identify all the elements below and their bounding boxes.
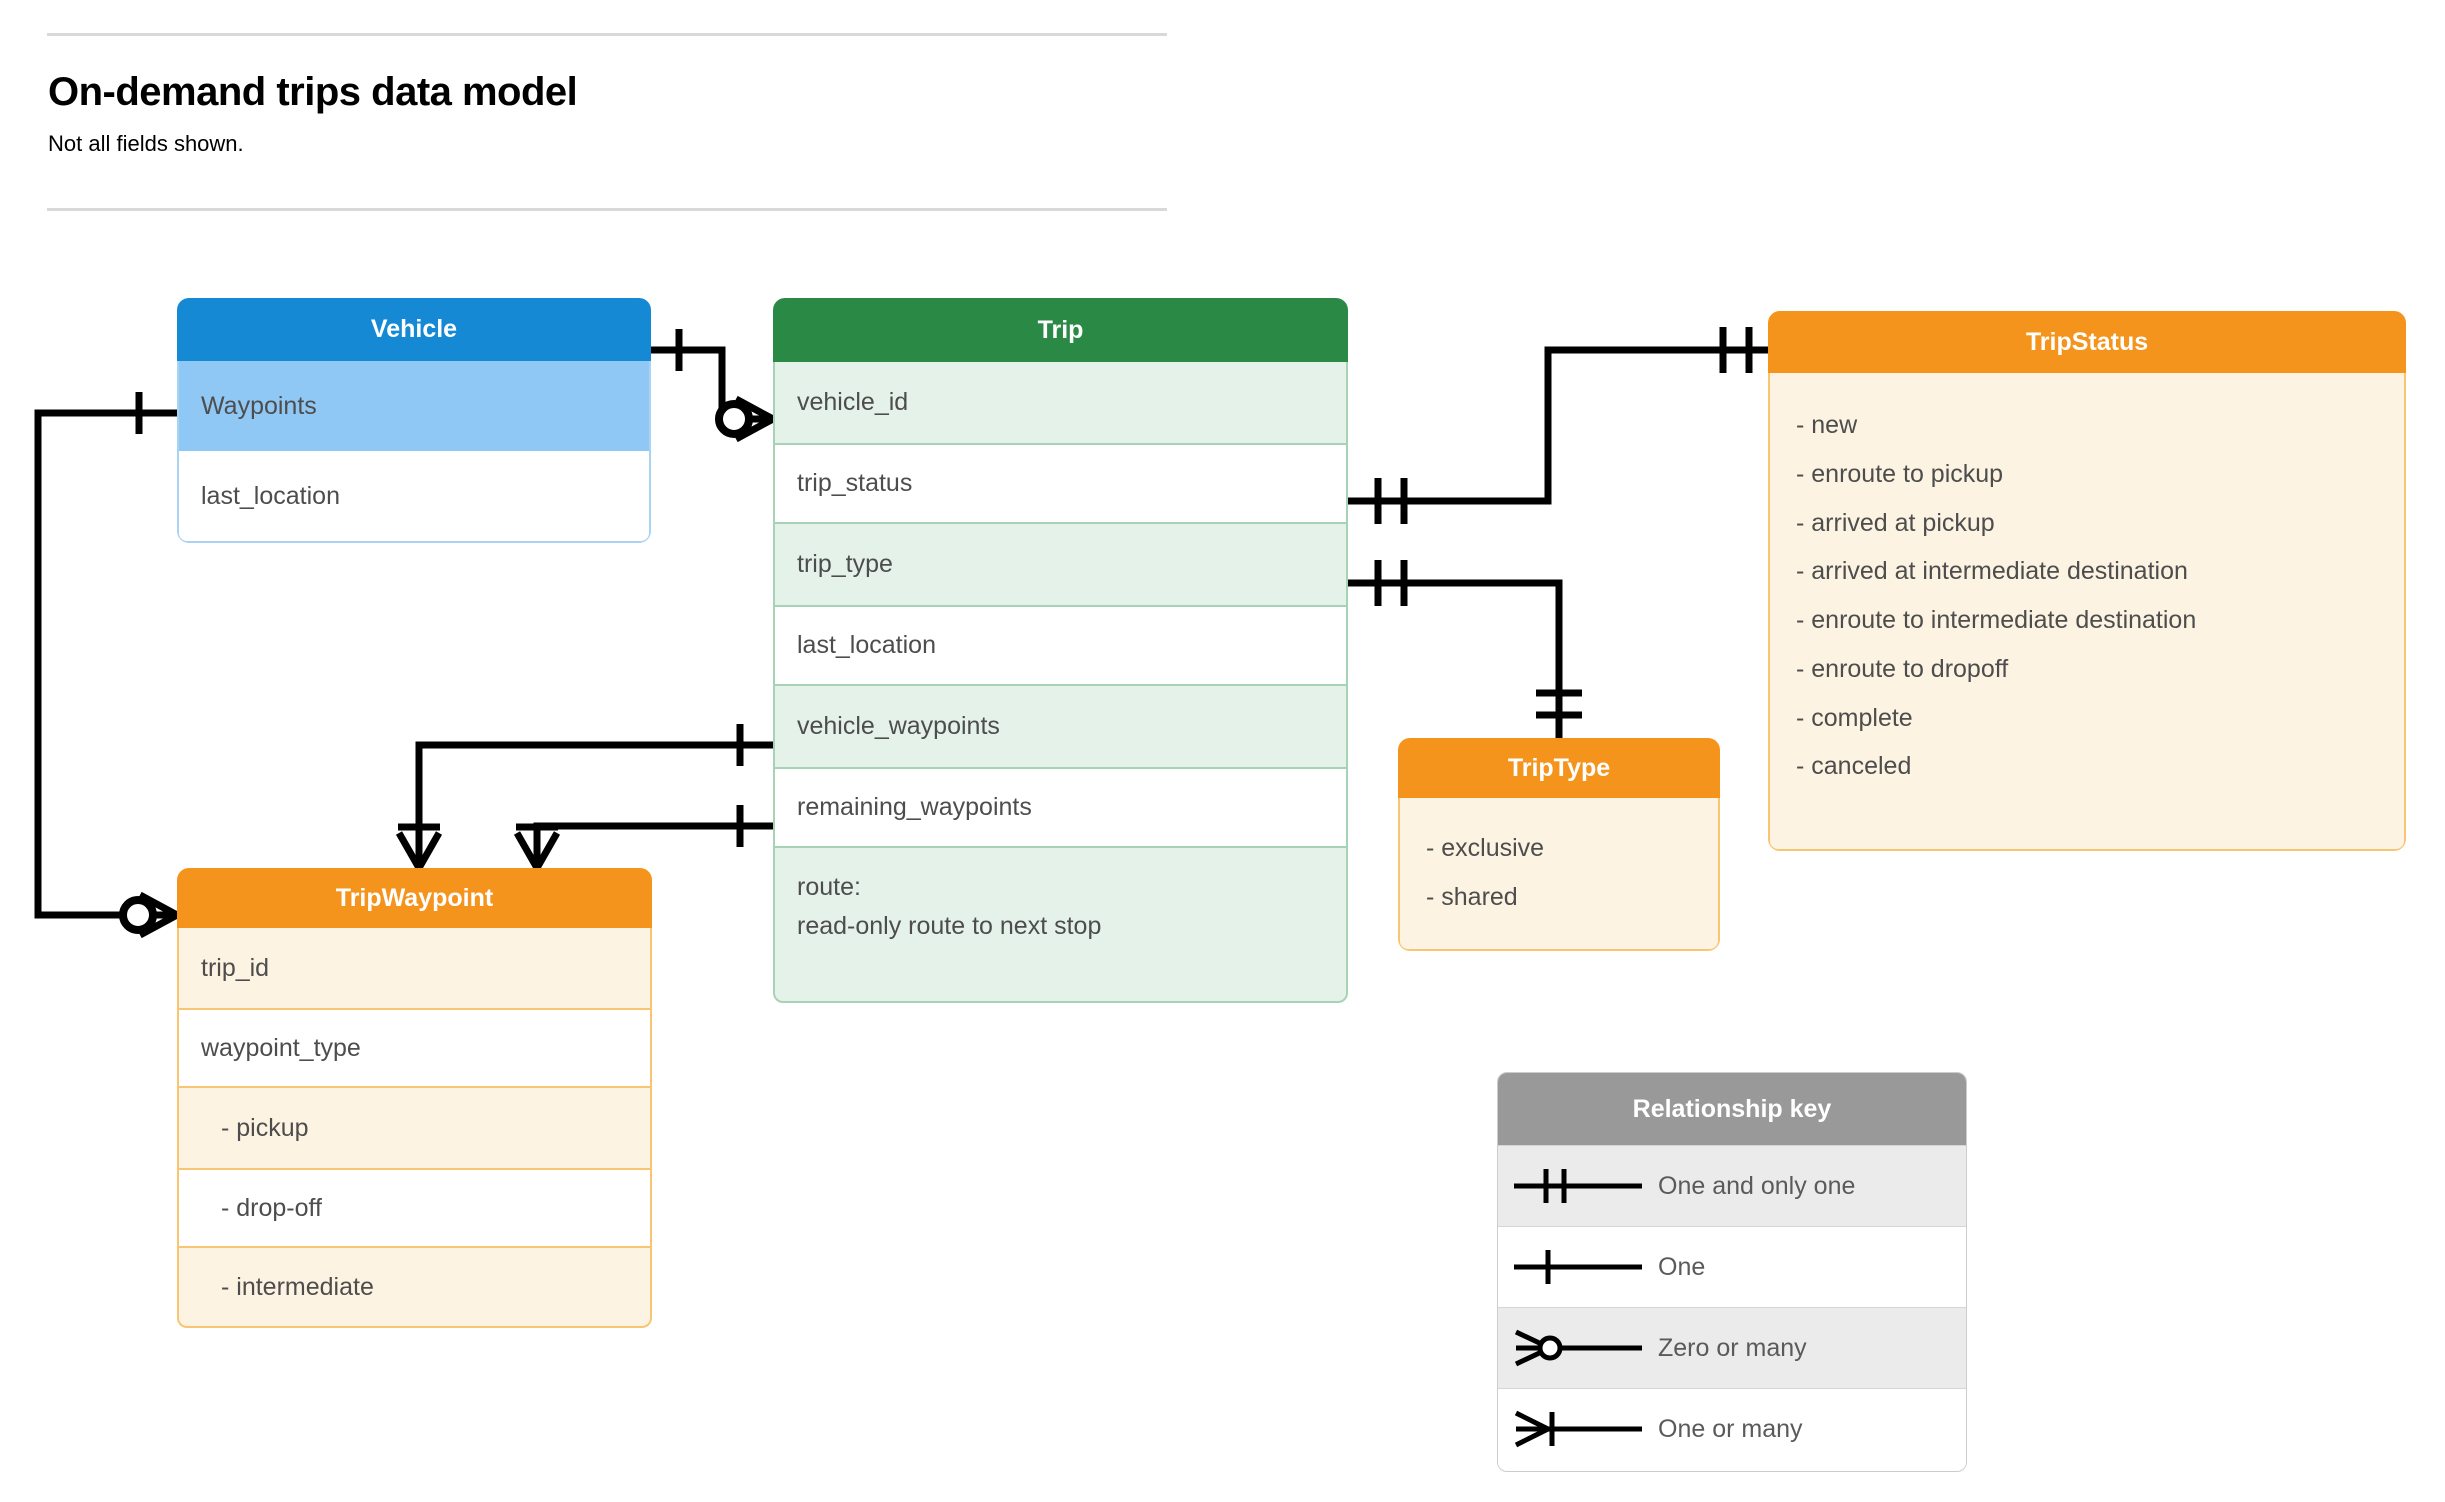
field-vehicle-last-location[interactable]: last_location [177,451,651,543]
crowsfoot-tripwaypoint-remaining-waypoints [513,831,561,870]
legend-title: Relationship key [1498,1073,1966,1145]
enum-item: - exclusive [1426,834,1545,862]
legend-row: Zero or many [1498,1307,1966,1388]
enum-item: - shared [1426,882,1518,911]
entity-trip-type-values: - exclusive - shared [1398,798,1720,951]
relationship-key-legend: Relationship key One and only one [1497,1072,1967,1472]
legend-label: One or many [1658,1414,1803,1443]
enum-item: - arrived at intermediate destination [1796,557,2188,586]
crowsfoot-tripwaypoint-header [119,891,179,939]
connector-vehicle-to-trip [651,346,726,419]
field-trip-trip-type[interactable]: trip_type [773,524,1348,605]
one-or-many-icon [1498,1404,1658,1454]
entity-trip-status[interactable]: TripStatus - new - enroute to pickup - a… [1768,311,2406,851]
field-trip-vehicle-waypoints[interactable]: vehicle_waypoints [773,686,1348,767]
field-tripwaypoint-trip-id[interactable]: trip_id [177,928,652,1008]
enum-item: - enroute to pickup [1796,459,2004,488]
enum-item: - arrived at pickup [1796,508,1995,537]
entity-trip[interactable]: Trip vehicle_id trip_status trip_type la… [773,298,1348,1031]
one-and-only-one-icon [1498,1161,1658,1211]
waypoint-type-intermediate: - intermediate [177,1248,652,1328]
zero-or-many-icon [1498,1323,1658,1373]
legend-label: One [1658,1252,1706,1281]
one-icon [1498,1242,1658,1292]
page-title: On-demand trips data model [48,70,578,114]
entity-trip-title: Trip [773,298,1348,362]
entity-trip-waypoint-title: TripWaypoint [177,868,652,928]
enum-item: - canceled [1796,752,1912,781]
waypoint-type-dropoff: - drop-off [177,1168,652,1248]
field-trip-trip-status[interactable]: trip_status [773,443,1348,524]
crowsfoot-trip-vehicle-id [715,395,775,443]
connector-tripstatus [1348,346,1768,505]
legend-label: Zero or many [1658,1333,1807,1362]
field-trip-last-location[interactable]: last_location [773,605,1348,686]
enum-item: - enroute to dropoff [1796,654,2009,683]
header-divider-top [47,33,1167,36]
entity-vehicle-title: Vehicle [177,298,651,361]
entity-trip-waypoint[interactable]: TripWaypoint trip_id waypoint_type - pic… [177,868,652,1340]
field-trip-route-detail: read-only route to next stop [797,911,1102,940]
connector-triptype [1348,579,1563,738]
header-divider-bottom [47,208,1167,211]
field-vehicle-waypoints[interactable]: Waypoints [177,361,651,451]
field-trip-vehicle-id[interactable]: vehicle_id [773,362,1348,443]
field-trip-route[interactable]: route: read-only route to next stop [773,848,1348,1003]
enum-item: - new [1796,411,1858,439]
entity-trip-status-title: TripStatus [1768,311,2406,373]
entity-trip-type[interactable]: TripType - exclusive - shared [1398,738,1720,951]
legend-label: One and only one [1658,1171,1856,1200]
legend-row: One [1498,1226,1966,1307]
connector-vehicle-waypoints-to-tripwaypoint [34,409,177,919]
field-trip-route-label: route: [797,873,861,901]
crowsfoot-tripwaypoint-vehicle-waypoints [395,831,443,870]
field-tripwaypoint-waypoint-type[interactable]: waypoint_type [177,1008,652,1088]
legend-row: One or many [1498,1388,1966,1469]
field-trip-remaining-waypoints[interactable]: remaining_waypoints [773,767,1348,848]
enum-item: - complete [1796,703,1913,732]
entity-trip-status-values: - new - enroute to pickup - arrived at p… [1768,373,2406,851]
enum-item: - enroute to intermediate destination [1796,606,2197,634]
entity-trip-type-title: TripType [1398,738,1720,798]
legend-row: One and only one [1498,1145,1966,1226]
page-subtitle: Not all fields shown. [48,131,244,156]
entity-vehicle[interactable]: Vehicle Waypoints last_location [177,298,651,543]
connector-remaining-waypoints [533,822,773,843]
waypoint-type-pickup: - pickup [177,1088,652,1168]
connector-vehicle-waypoints-field [415,741,773,843]
